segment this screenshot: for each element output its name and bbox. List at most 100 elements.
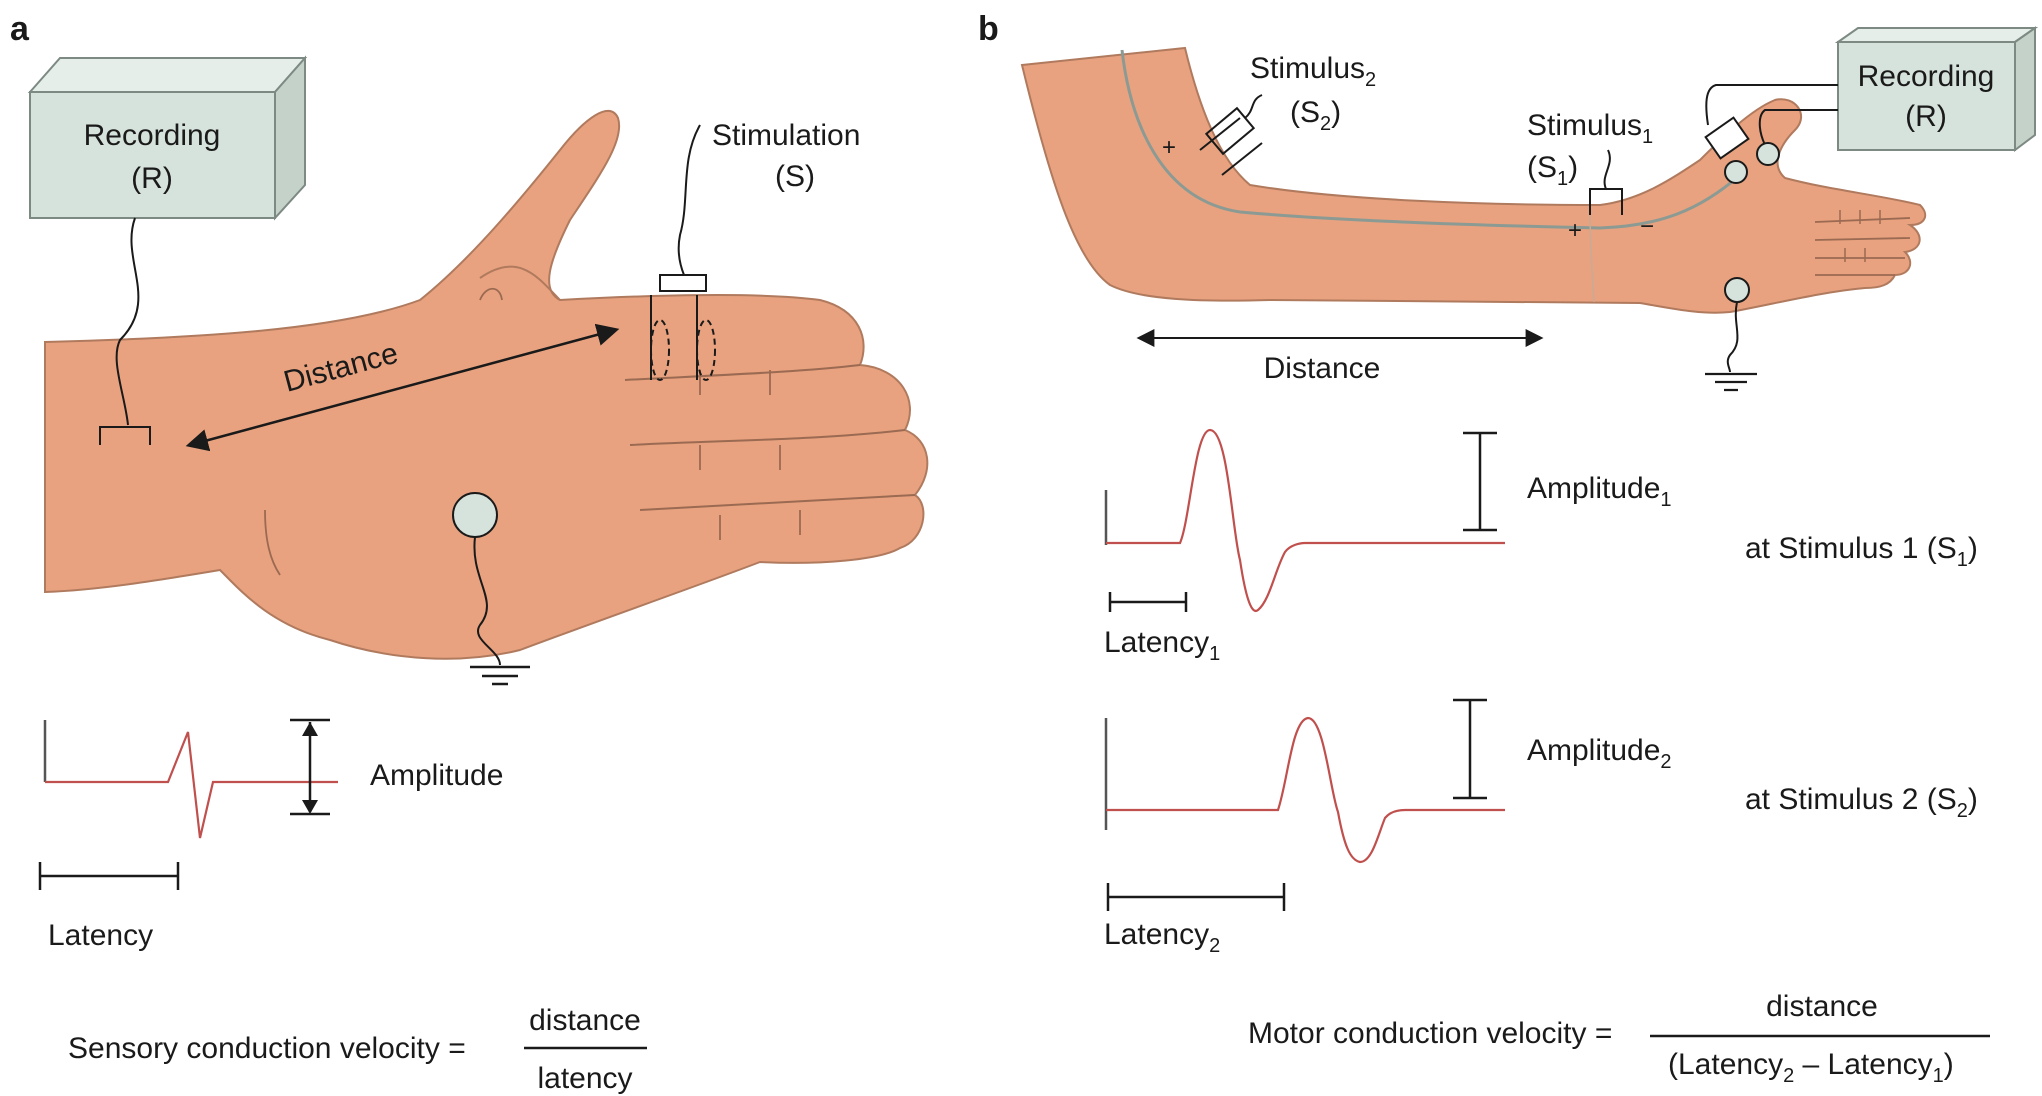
at1-close: ): [1968, 532, 1978, 565]
stim1-paren-close: ): [1568, 151, 1578, 184]
ground-electrode-b: [1724, 277, 1750, 303]
finger-line-1-a: [624, 364, 861, 381]
sensory-formula-numerator: distance: [529, 1004, 641, 1037]
stim2-paren-open: (S: [1290, 96, 1320, 129]
recording-electrode-2-b: [1756, 142, 1780, 166]
ground-wire-b: [1726, 301, 1739, 373]
recording-wires-b: [1705, 84, 1838, 146]
amplitude-1-marker: [1463, 431, 1497, 532]
panel-a-letter: a: [10, 10, 30, 48]
lat2-sub: 2: [1209, 935, 1220, 957]
stim1-paren-open: (S: [1527, 151, 1557, 184]
waveform-a: Amplitude Latency: [38, 718, 503, 952]
ground-electrode-a: [452, 492, 498, 538]
stimulus-1-label: Stimulus1: [1527, 109, 1653, 148]
stimulus-2-label: Stimulus2: [1250, 52, 1376, 91]
stimulus-2-paren: (S2): [1290, 96, 1341, 135]
arm-illustration-b: [1020, 46, 1927, 314]
knuckle-marks-b: [1839, 210, 1881, 262]
thumb-a: [479, 265, 561, 301]
den-sub1: 1: [1933, 1065, 1944, 1087]
latency-2-label: Latency2: [1104, 918, 1220, 957]
waveform-2-b: Amplitude2 Latency2 at Stimulus 2 (S2): [1104, 698, 1978, 957]
panel-b-letter: b: [978, 10, 999, 48]
stim2-base: Stimulus: [1250, 52, 1365, 85]
amplitude-2-marker: [1453, 698, 1487, 800]
sensory-formula-denominator: latency: [537, 1062, 632, 1095]
at2-text: at Stimulus 2 (S: [1745, 783, 1957, 816]
den-sub2: 2: [1783, 1065, 1794, 1087]
lat1-base: Latency: [1104, 626, 1209, 659]
amp1-base: Amplitude: [1527, 472, 1660, 505]
motor-formula: Motor conduction velocity = distance (La…: [1248, 990, 1990, 1087]
ground-wire-a: [473, 536, 501, 666]
distance-arrow-a: [185, 323, 620, 452]
distance-label-b: Distance: [1264, 352, 1381, 385]
at-stimulus-2-label: at Stimulus 2 (S2): [1745, 783, 1978, 822]
palm-crease-a: [264, 509, 281, 576]
stimulator-block-a: [659, 274, 707, 292]
at2-close: ): [1968, 783, 1978, 816]
amp2-sub: 2: [1660, 751, 1671, 773]
sensory-trace-a: [45, 731, 338, 839]
amplitude-2-label: Amplitude2: [1527, 734, 1672, 773]
stimulus-1-wire: [1603, 149, 1611, 190]
wrist-line-b: [1589, 209, 1595, 303]
stim1-sub: 1: [1642, 126, 1653, 148]
recording-label-a: Recording: [84, 119, 221, 152]
motor-formula-denominator: (Latency2 – Latency1): [1668, 1048, 1954, 1087]
panel-b: b + Stimulus2 (S2) + − Stimulus1 (S1): [978, 10, 2039, 1087]
waveform-1-b: Amplitude1 Latency1 at Stimulus 1 (S1): [1104, 428, 1978, 665]
recording-label-b: Recording: [1858, 60, 1995, 93]
ground-symbol-a: [470, 665, 530, 686]
stim2-paren-sub: 2: [1320, 113, 1331, 135]
stim1-minus-sign: −: [1640, 213, 1654, 240]
stimulus-1-paren: (S1): [1527, 151, 1578, 190]
stimulation-wire-a: [677, 124, 701, 276]
nerve-path-b: [1120, 49, 1741, 230]
latency-1-marker: [1108, 592, 1188, 612]
den-close: ): [1944, 1048, 1954, 1081]
finger-line-2-a: [629, 429, 906, 446]
finger-line-3-a: [639, 494, 916, 511]
at1-sub: 1: [1957, 549, 1968, 571]
amplitude-1-label: Amplitude1: [1527, 472, 1672, 511]
latency-1-label: Latency1: [1104, 626, 1220, 665]
den-mid: – Latency: [1794, 1048, 1932, 1081]
thumb-crease-a: [479, 287, 503, 301]
recording-clip-b: [1704, 116, 1750, 160]
recording-electrode-a: [99, 426, 151, 445]
at-stimulus-1-label: at Stimulus 1 (S1): [1745, 532, 1978, 571]
panel-a: a Recording (R) Stimulation (S): [10, 10, 929, 1095]
amp1-sub: 1: [1660, 489, 1671, 511]
recording-electrode-1-b: [1724, 160, 1748, 184]
motor-formula-numerator: distance: [1766, 990, 1878, 1023]
motor-formula-lhs: Motor conduction velocity =: [1248, 1017, 1612, 1050]
sensory-formula-lhs: Sensory conduction velocity =: [68, 1032, 466, 1065]
lat2-base: Latency: [1104, 918, 1209, 951]
motor-trace-1: [1106, 428, 1505, 613]
knuckle-lines-a: [699, 370, 801, 540]
recording-sub-b: (R): [1905, 100, 1947, 133]
stim1-base: Stimulus: [1527, 109, 1642, 142]
at1-text: at Stimulus 1 (S: [1745, 532, 1957, 565]
recording-sub-a: (R): [131, 162, 173, 195]
ground-symbol-b: [1705, 372, 1757, 392]
sensory-formula: Sensory conduction velocity = distance l…: [68, 1004, 647, 1095]
arm-shape-b: [1020, 46, 1927, 314]
lat1-sub: 1: [1209, 643, 1220, 665]
stimulus-2-wire: [1244, 94, 1263, 119]
stim1-paren-sub: 1: [1557, 168, 1568, 190]
latency-2-marker: [1106, 883, 1286, 911]
den-open: (Latency: [1668, 1048, 1783, 1081]
recording-wire-a: [115, 217, 140, 426]
stimulation-label-a: Stimulation: [712, 119, 860, 152]
stim2-sub: 2: [1365, 69, 1376, 91]
latency-marker-a: [38, 862, 180, 890]
at2-sub: 2: [1957, 800, 1968, 822]
stim2-plus-sign: +: [1162, 134, 1176, 161]
stim1-plus-sign: +: [1568, 217, 1582, 244]
recording-box-a: Recording (R): [27, 55, 308, 221]
stimulus-2-electrode: +: [1162, 94, 1263, 176]
